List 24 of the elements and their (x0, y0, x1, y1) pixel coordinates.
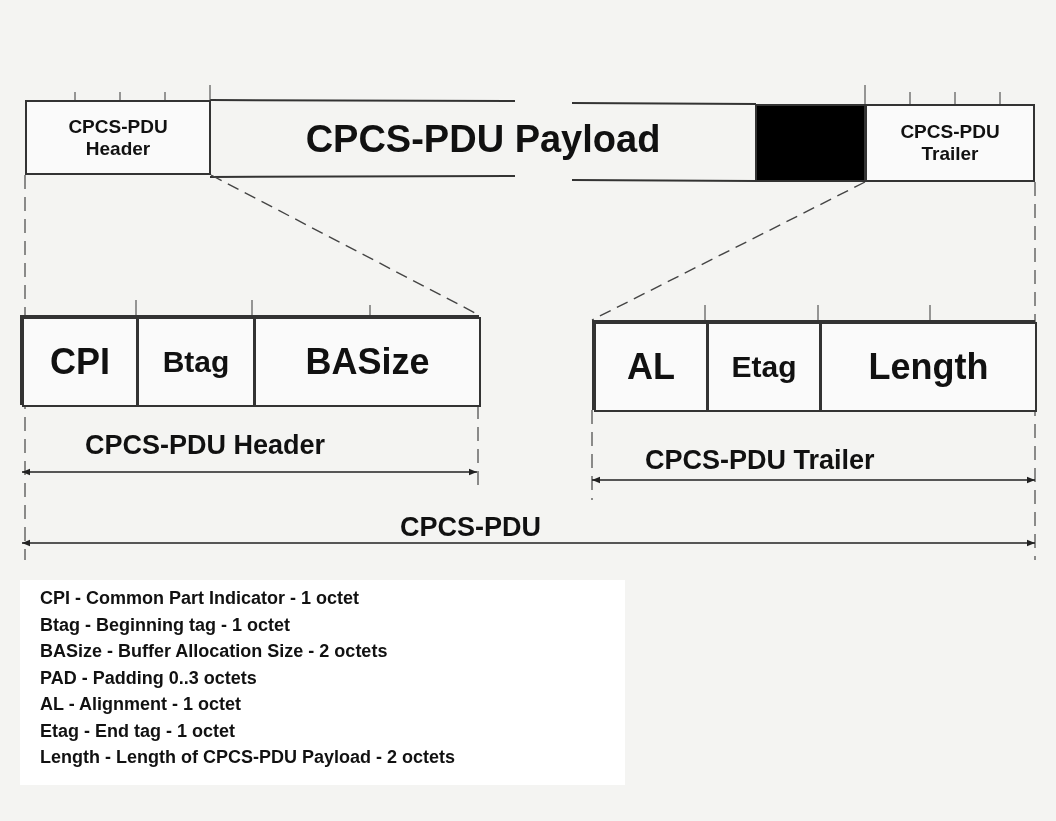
trailer-fields-row (592, 320, 1035, 410)
field-label: BASize (305, 341, 430, 383)
field-label: CPCS-PDU Payload (305, 117, 661, 161)
dimension-label: CPCS-PDU (400, 512, 541, 543)
etag-field (707, 322, 821, 412)
expansion-line (591, 181, 866, 321)
field-label: CPCS-PDU Trailer (899, 121, 1001, 165)
al-field (594, 322, 708, 412)
dimension-label: CPCS-PDU Header (85, 430, 326, 461)
field-label: Length (868, 346, 989, 388)
header-fields-row (20, 315, 479, 405)
btag-field (137, 317, 255, 407)
padding-field (755, 104, 866, 182)
dimension-label: CPCS-PDU Trailer (645, 445, 875, 476)
field-label: Btag (162, 345, 230, 379)
cpi-field (22, 317, 138, 407)
field-label: CPI (50, 341, 110, 383)
field-label: AL (627, 346, 675, 388)
length-field (820, 322, 1037, 412)
header-field (25, 100, 211, 175)
basize-field (254, 317, 481, 407)
field-label: CPCS-PDU Header (67, 115, 169, 160)
trailer-field (865, 104, 1035, 182)
field-label: Etag (731, 350, 797, 384)
